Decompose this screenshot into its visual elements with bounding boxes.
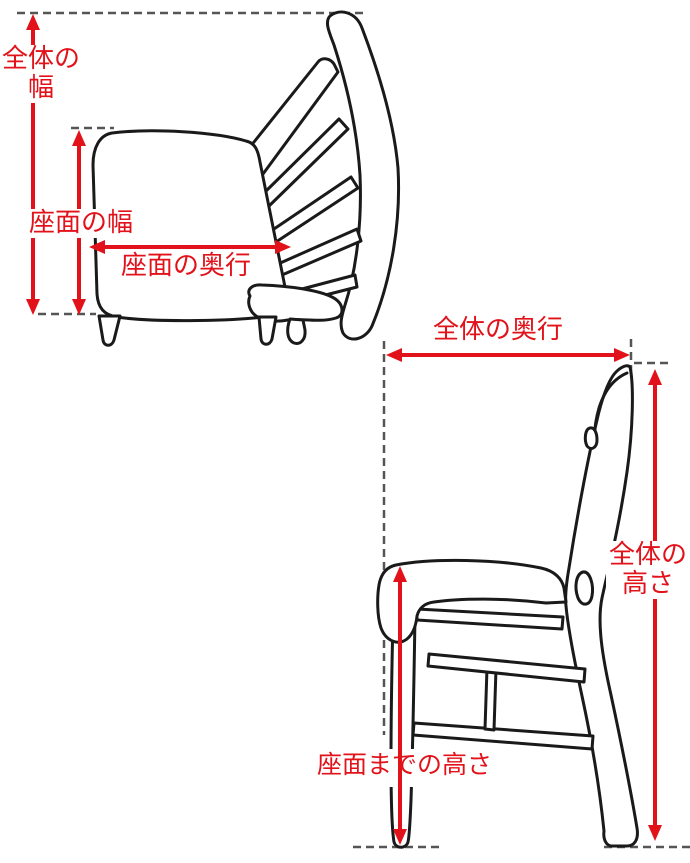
overall-depth-arrow — [386, 348, 630, 362]
overall-height-arrow — [648, 369, 662, 841]
top-view-rear-foot — [257, 315, 278, 346]
side-view-seat-apron — [415, 607, 565, 631]
side-view-back-post — [564, 364, 639, 848]
side-view-seat — [376, 558, 568, 644]
seat-height-arrow — [393, 566, 407, 845]
side-view-post-turning — [574, 570, 594, 606]
top-view-back-foot — [286, 317, 307, 345]
overall-height-label: 全体の 高さ — [606, 540, 690, 600]
side-view-front-leg — [389, 614, 417, 849]
top-view-spindle — [276, 227, 363, 277]
chair-side-view — [376, 364, 639, 849]
seat-height-label: 座面までの高さ — [317, 750, 493, 779]
overall-height-label-line1: 全体の — [608, 540, 687, 570]
top-view-lower-arm — [247, 283, 344, 323]
overall-width-label-line2: 幅 — [27, 73, 54, 104]
seat-width-label: 座面の幅 — [28, 208, 135, 239]
seat-height-label-mask — [314, 749, 494, 787]
seat-depth-label: 座面の奥行 — [120, 251, 253, 282]
side-view-stretcher-strut — [483, 666, 498, 732]
overall-width-label-line1: 全体の — [1, 44, 80, 74]
overall-depth-label: 全体の奥行 — [432, 315, 565, 346]
overall-height-label-line2: 高さ — [621, 569, 674, 600]
top-view-front-leg — [97, 314, 122, 347]
top-view-crest-rail — [326, 10, 401, 341]
chair-top-view — [91, 10, 401, 347]
side-view-lower-stretcher — [411, 721, 595, 751]
seat-depth-arrow — [89, 240, 291, 254]
top-view-arm-spindle — [244, 57, 340, 176]
overall-width-label: 全体の 幅 — [0, 44, 84, 104]
side-view-upper-stretcher — [426, 652, 587, 684]
side-view-crest-knob — [583, 426, 599, 450]
